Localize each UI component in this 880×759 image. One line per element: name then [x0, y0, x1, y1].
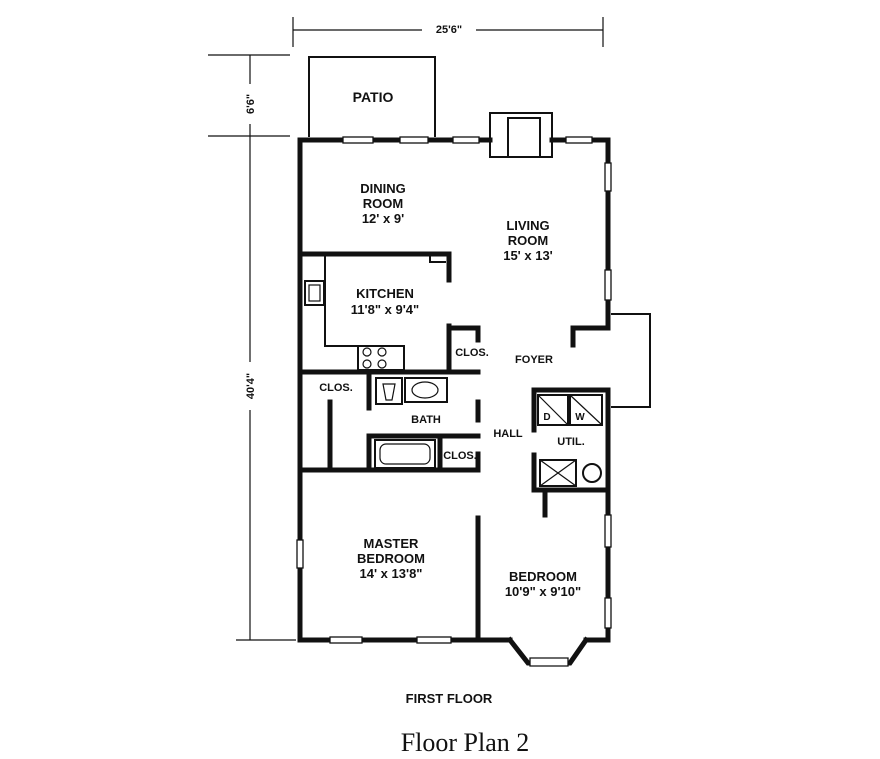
dryer-label: D: [543, 412, 550, 423]
hall-label: HALL: [493, 428, 523, 440]
master-bedroom-label: MASTER: [364, 536, 420, 551]
hall-closet-label: CLOS.: [443, 450, 477, 462]
master-bedroom-label-2: BEDROOM: [357, 551, 425, 566]
left-closet-label: CLOS.: [319, 382, 353, 394]
dining-room-size: 12' x 9': [362, 211, 404, 226]
kitchen-fixtures: [304, 280, 405, 371]
dining-room-label: DINING: [360, 181, 406, 196]
dining-room-label-2: ROOM: [363, 196, 403, 211]
bathtub-icon: [374, 439, 436, 469]
kitchen-label: KITCHEN: [356, 286, 414, 301]
bedroom-size: 10'9" x 9'10": [505, 584, 581, 599]
kitchen-closet-label: CLOS.: [455, 347, 489, 359]
patio: [308, 56, 436, 137]
utility-appliances: D W: [537, 394, 603, 487]
patio-label: PATIO: [353, 89, 394, 105]
furnace-icon: [582, 463, 602, 483]
living-room-label-2: ROOM: [508, 233, 548, 248]
dimension-width: 25'6": [292, 17, 604, 47]
dryer-icon: [537, 394, 569, 426]
bedroom-label: BEDROOM: [509, 569, 577, 584]
width-label: 25'6": [436, 24, 462, 36]
living-room-size: 15' x 13': [503, 248, 553, 263]
floor-label: FIRST FLOOR: [406, 691, 493, 706]
fireplace: [489, 112, 553, 158]
bath-fixtures: [374, 377, 448, 469]
entry-porch: [611, 313, 651, 408]
foyer-label: FOYER: [515, 354, 553, 366]
bath-label: BATH: [411, 414, 441, 426]
patio-depth-label: 6'6": [245, 94, 257, 114]
windows: [296, 136, 612, 667]
living-room-label: LIVING: [506, 218, 549, 233]
master-bedroom-size: 14' x 13'8": [360, 566, 423, 581]
washer-label: W: [575, 412, 585, 423]
kitchen-size: 11'8" x 9'4": [351, 302, 419, 317]
interior-walls: [297, 251, 611, 643]
dimension-length: 40'4": [236, 136, 296, 641]
washer-icon: [569, 394, 603, 426]
utility-label: UTIL.: [557, 436, 585, 448]
sink-icon: [304, 280, 325, 306]
page-caption: Floor Plan 2: [401, 728, 530, 757]
toilet-icon: [375, 377, 403, 405]
dimension-patio-depth: 6'6": [208, 54, 290, 137]
water-heater-icon: [539, 459, 577, 487]
vanity-sink-icon: [404, 377, 448, 403]
length-label: 40'4": [245, 373, 257, 399]
stove-icon: [357, 345, 405, 371]
